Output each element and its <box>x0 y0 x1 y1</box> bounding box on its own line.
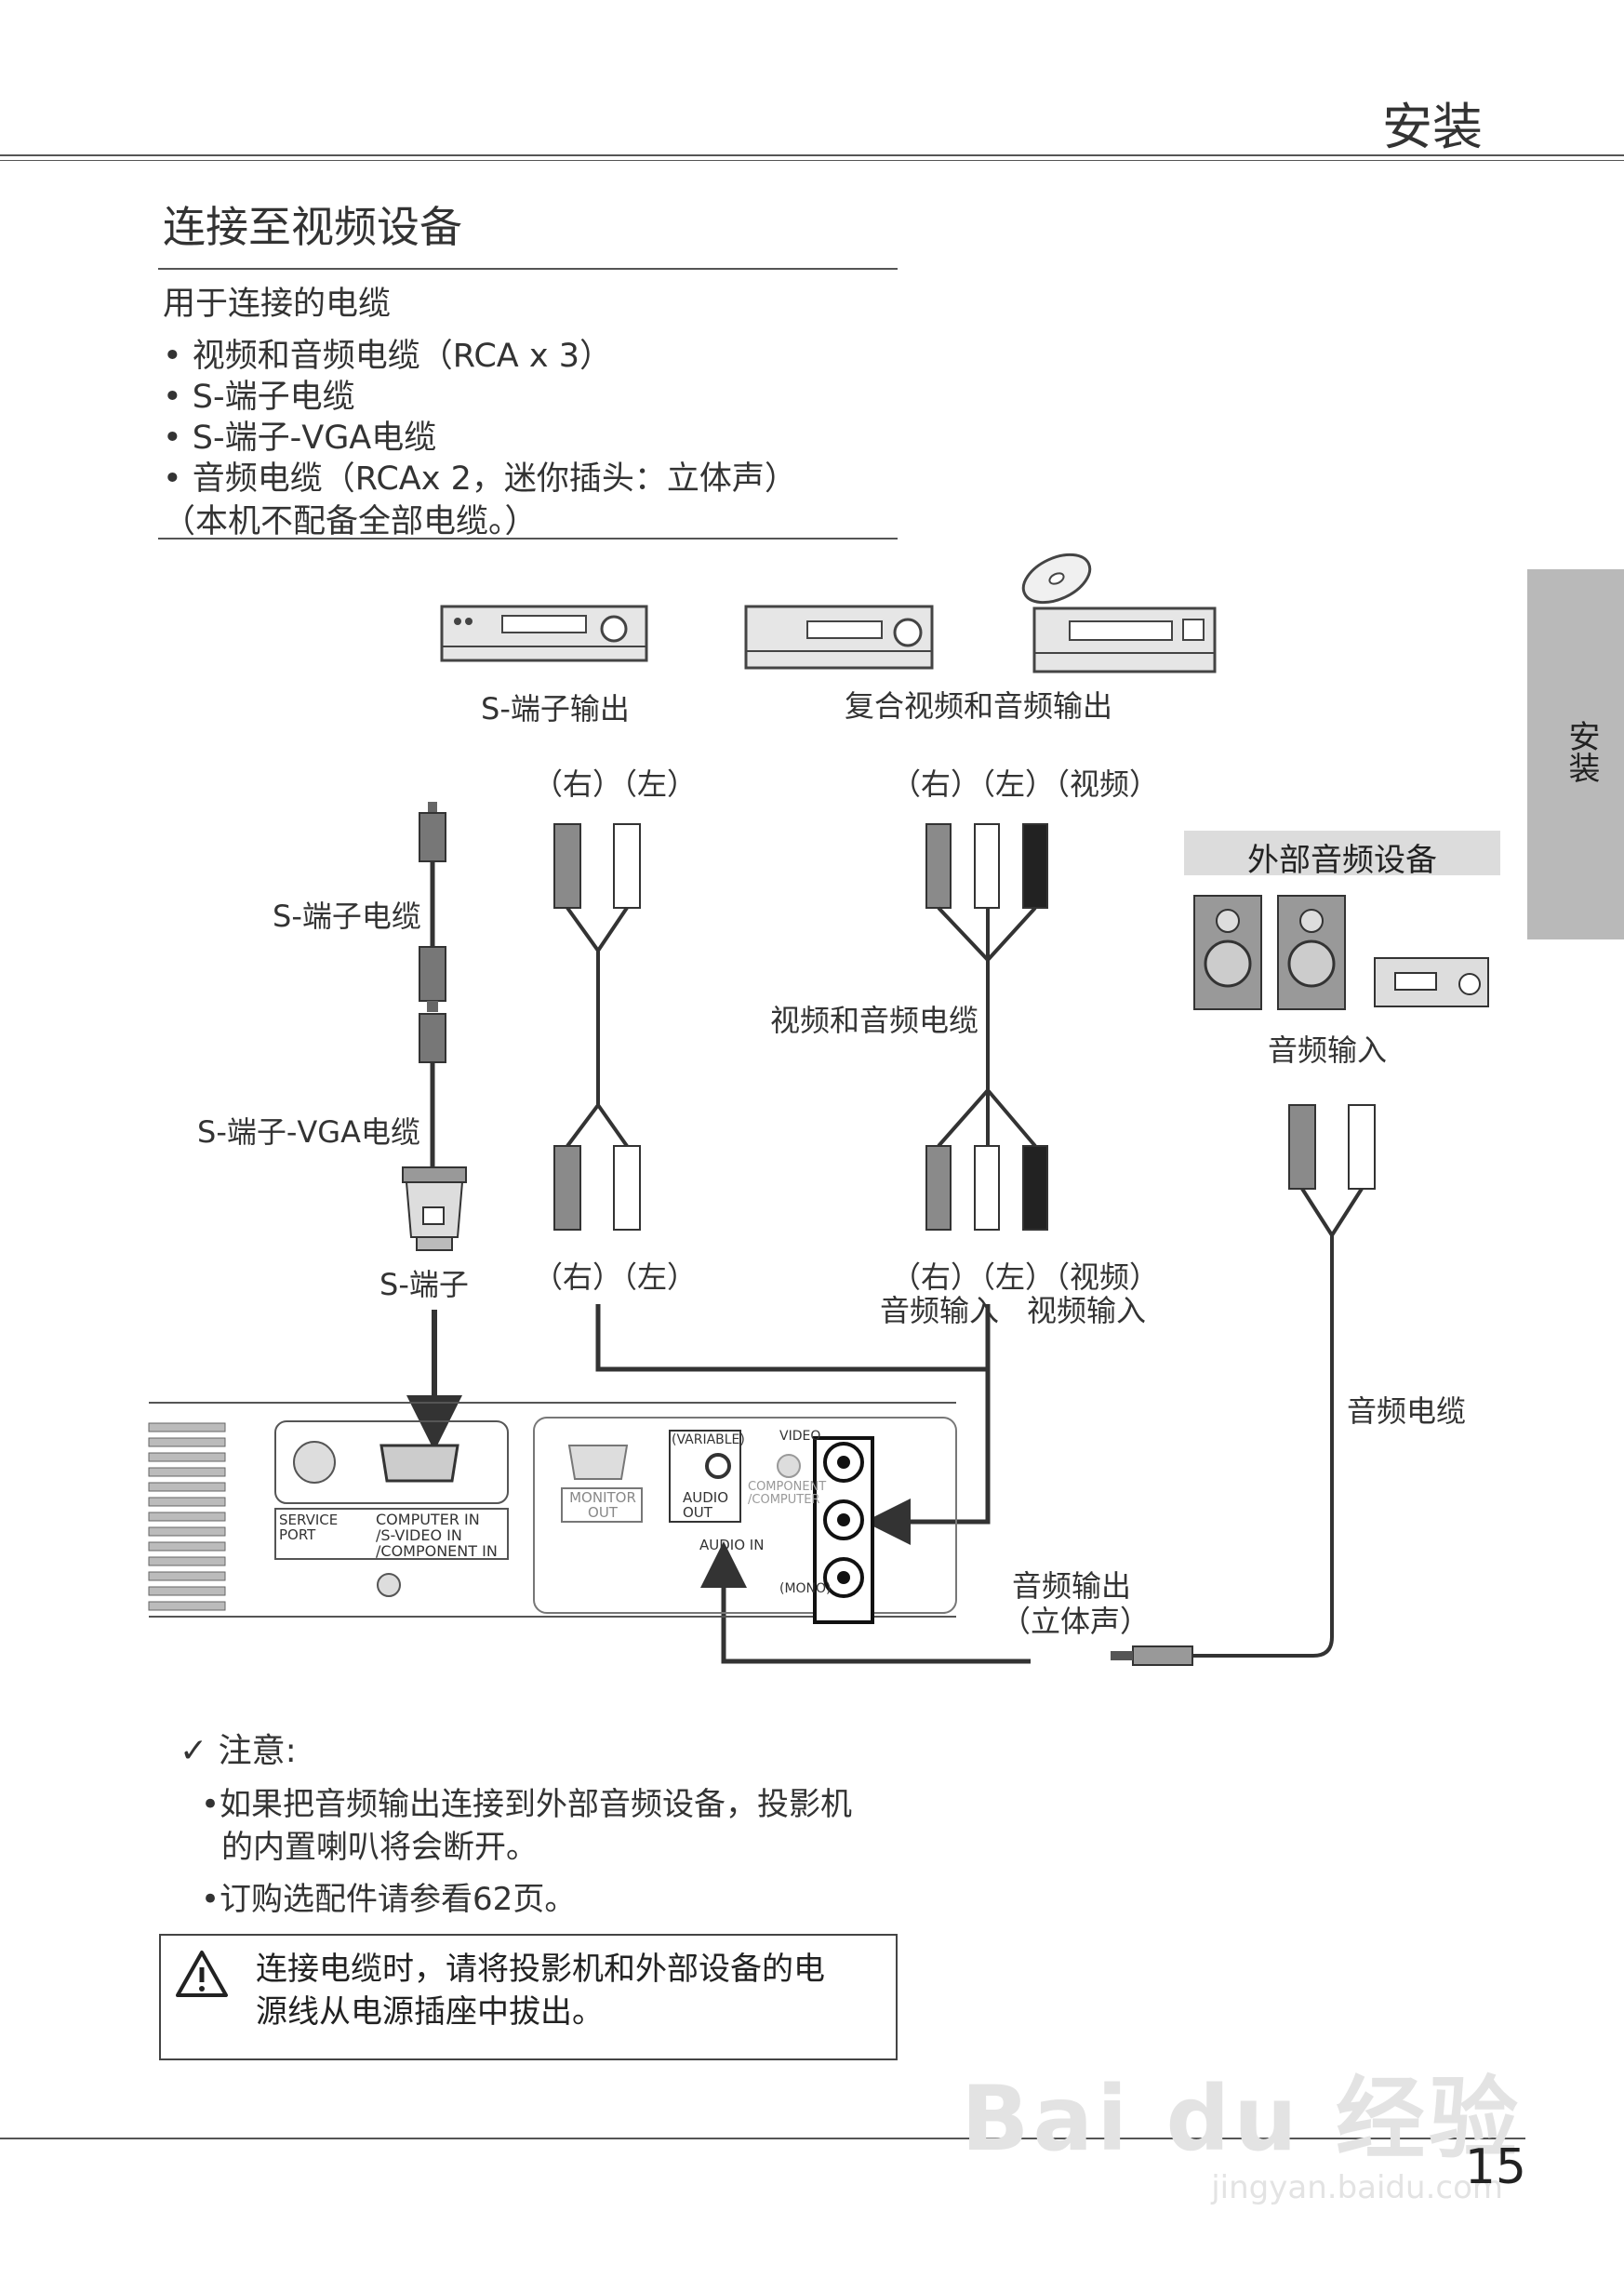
monitor-out-label: MONITOR OUT <box>569 1489 636 1521</box>
header-rule-top <box>0 154 1624 156</box>
audio-cable-label: 音频电缆 <box>1347 1393 1467 1429</box>
watermark-url: jingyan.baidu.com <box>1211 2169 1503 2206</box>
audio-input-label: 音频输入 <box>1268 1032 1388 1068</box>
video-recorder-icon <box>744 605 934 670</box>
section-title: 连接至视频设备 <box>163 202 462 252</box>
warning-text: 源线从电源插座中拔出。 <box>256 1993 604 2031</box>
svideo-port-label: S-端子 <box>379 1267 469 1302</box>
right-left-bottom-label: （右）（左） <box>533 1259 698 1295</box>
baidu-watermark: Bai du 经验 <box>961 2067 1522 2171</box>
vga-adapter-icon <box>402 1166 467 1251</box>
svideo-cable-icon <box>419 802 446 1167</box>
header-rule-bottom <box>0 160 1624 161</box>
list-rule <box>158 538 898 540</box>
stereo-label: （立体声） <box>1001 1604 1151 1639</box>
svideo-in-label: /S-VIDEO IN <box>376 1526 462 1544</box>
section-side-tab: 安装 <box>1527 569 1624 939</box>
video-label: VIDEO <box>779 1429 821 1444</box>
audio-out-label: AUDIO OUT <box>683 1489 729 1521</box>
component-in-label: /COMPONENT IN <box>376 1542 498 1560</box>
amplifier-icon <box>1374 957 1489 1007</box>
cables-heading: 用于连接的电缆 <box>163 286 392 323</box>
cable-item: • S-端子电缆 <box>163 379 355 416</box>
right-left-top-label: （右）（左） <box>533 766 698 802</box>
page-title: 安装 <box>1382 98 1483 156</box>
video-input-bottom-label: 视频输入 <box>1027 1293 1147 1328</box>
warning-icon <box>176 1951 228 1997</box>
audio-cable-icon <box>1111 1104 1376 1666</box>
warning-text: 连接电缆时，请将投影机和外部设备的电 <box>256 1951 825 1988</box>
audio-output-label: 音频输出 <box>1012 1568 1132 1604</box>
av-cable-label: 视频和音频电缆 <box>770 1003 979 1038</box>
cable-item: • 音频电缆（RCAx 2，迷你插头：立体声） <box>163 460 797 498</box>
external-audio-label: 外部音频设备 <box>1247 842 1437 879</box>
right-left-video-top-label: （右）（左）（视频） <box>891 766 1160 802</box>
composite-output-label: 复合视频和音频输出 <box>845 688 1113 724</box>
vcr-device-icon <box>440 605 648 662</box>
audio-in-panel-label: AUDIO IN <box>699 1537 765 1553</box>
warning-box: 连接电缆时，请将投影机和外部设备的电 源线从电源插座中拔出。 <box>159 1934 898 2060</box>
mono-label: (MONO) <box>779 1581 832 1596</box>
computer-in-label: COMPUTER IN <box>376 1511 480 1528</box>
cables-footnote: （本机不配备全部电缆。） <box>163 503 538 540</box>
service-port-label: SERVICE PORT <box>279 1512 339 1543</box>
dvd-player-icon <box>1032 606 1217 673</box>
disc-icon <box>1021 553 1092 605</box>
av-rca-cable-icon <box>925 823 1048 1231</box>
svideo-vga-cable-label: S-端子-VGA电缆 <box>197 1114 420 1150</box>
projector-panel-icon <box>148 1402 957 1624</box>
cable-item: • 视频和音频电缆（RCA x 3） <box>163 338 612 375</box>
notes-heading: ✓ 注意: <box>180 1732 297 1770</box>
page-number: 15 <box>1464 2139 1526 2195</box>
svideo-output-label: S-端子输出 <box>481 691 630 726</box>
external-audio-heading-box: 外部音频设备 <box>1184 831 1500 879</box>
svideo-cable-label: S-端子电缆 <box>273 899 421 934</box>
footer-rule <box>0 2138 1525 2139</box>
audio-input-bottom-label: 音频输入 <box>880 1293 1000 1328</box>
speaker-icon <box>1193 895 1346 1010</box>
note-line: •订购选配件请参看62页。 <box>201 1881 577 1918</box>
note-line: •如果把音频输出连接到外部音频设备，投影机 <box>201 1786 853 1823</box>
stereo-rca-cable-icon <box>553 823 641 1231</box>
section-rule <box>158 268 898 270</box>
cable-item: • S-端子-VGA电缆 <box>163 420 437 457</box>
note-line: 的内置喇叭将会断开。 <box>221 1829 538 1866</box>
right-left-video-bottom-label: （右）（左）（视频） <box>891 1259 1160 1295</box>
component-computer-label: COMPONENT /COMPUTER <box>748 1480 827 1507</box>
variable-label: (VARIABLE) <box>672 1432 745 1447</box>
side-tab-label: 安装 <box>1563 720 1600 783</box>
